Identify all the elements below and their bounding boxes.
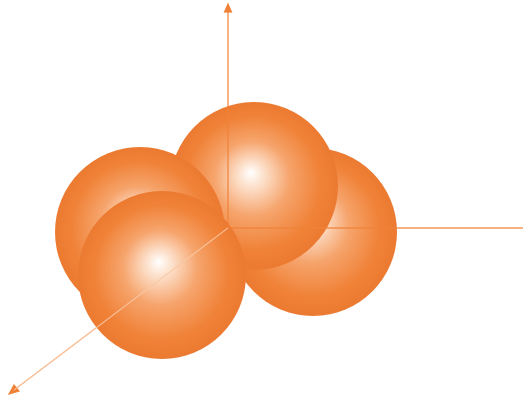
y-axis-arrowhead (225, 4, 232, 12)
sphere-front (78, 191, 246, 359)
